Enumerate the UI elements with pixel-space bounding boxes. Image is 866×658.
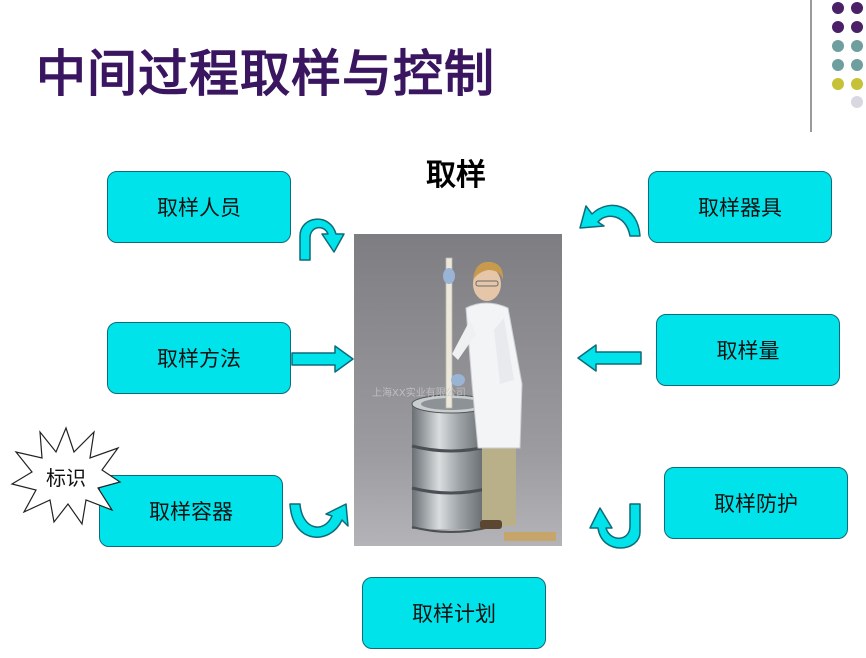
straight-arrow-method (291, 344, 355, 374)
straight-arrow-quantity (576, 343, 642, 373)
photo-watermark: 上海XX实业有限公司 (372, 386, 466, 399)
box-plan: 取样计划 (362, 577, 546, 649)
header-divider (810, 0, 812, 132)
box-personnel: 取样人员 (107, 171, 291, 243)
burst-label: 标识 (46, 462, 86, 491)
slide-title: 中间过程取样与控制 (36, 34, 495, 106)
curved-arrow-tools (578, 200, 642, 240)
decorative-dot-grid (826, 0, 866, 110)
center-label: 取样 (426, 150, 486, 194)
curved-arrow-container (288, 500, 354, 544)
box-method: 取样方法 (107, 322, 291, 394)
box-protection: 取样防护 (664, 467, 848, 539)
box-container: 取样容器 (99, 475, 283, 547)
sampling-photo: 上海XX实业有限公司 (354, 234, 562, 546)
curved-arrow-protection (586, 502, 644, 554)
box-quantity: 取样量 (656, 314, 840, 386)
curved-arrow-personnel (296, 210, 352, 262)
box-tools: 取样器具 (648, 171, 832, 243)
